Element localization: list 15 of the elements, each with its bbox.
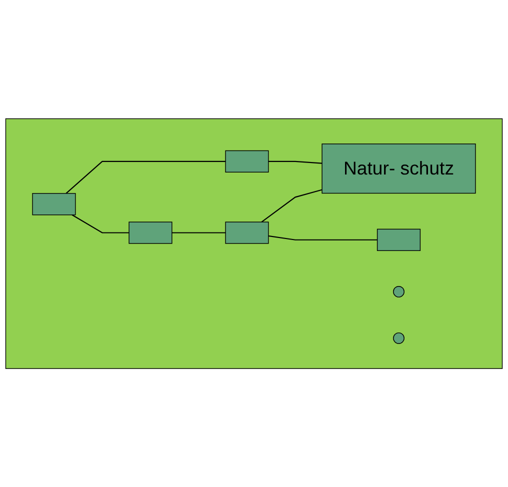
node-box bbox=[225, 222, 269, 244]
node-circle bbox=[393, 332, 404, 344]
connector bbox=[261, 189, 322, 222]
node-box bbox=[128, 222, 172, 244]
connector bbox=[72, 214, 130, 234]
cluster bbox=[5, 118, 503, 369]
connector bbox=[268, 235, 378, 240]
connector bbox=[172, 232, 226, 234]
connector bbox=[268, 160, 322, 164]
node-circle bbox=[393, 286, 404, 298]
node-box bbox=[225, 150, 269, 172]
node-box bbox=[376, 228, 421, 251]
node-box bbox=[32, 192, 76, 216]
connector bbox=[66, 160, 226, 194]
node-box: Natur- schutz bbox=[322, 143, 476, 194]
